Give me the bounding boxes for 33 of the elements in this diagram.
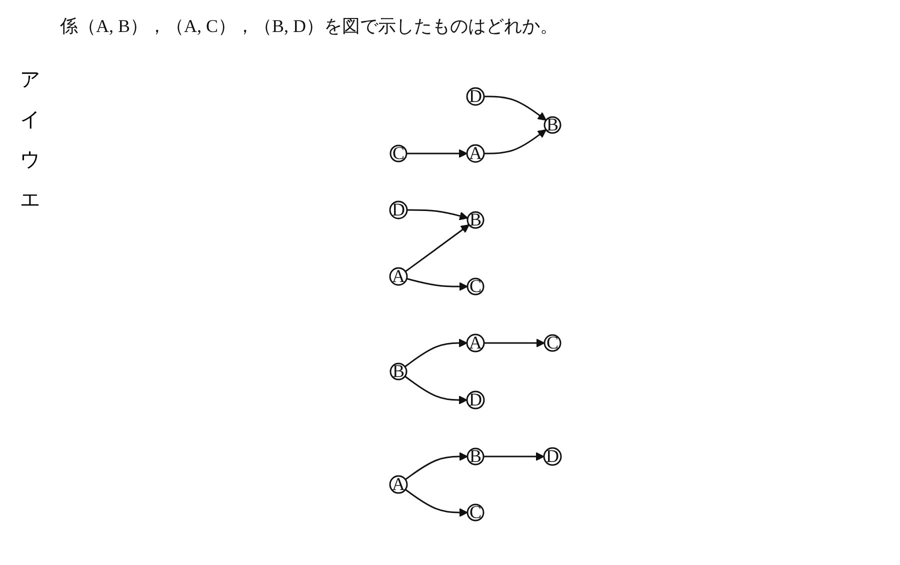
node-circle: C bbox=[543, 334, 561, 352]
arrow bbox=[404, 489, 468, 518]
node-circle: B bbox=[389, 363, 407, 381]
option-label: イ bbox=[20, 108, 41, 133]
arrow bbox=[404, 224, 469, 273]
node-circle: A bbox=[466, 334, 484, 353]
option-label: ウ bbox=[20, 148, 41, 173]
node-circle: B bbox=[466, 212, 484, 230]
node-circle: B bbox=[466, 448, 484, 466]
arrow bbox=[483, 452, 544, 462]
arrow bbox=[406, 278, 468, 292]
arrow bbox=[484, 96, 546, 122]
arrow bbox=[406, 150, 467, 158]
arrow bbox=[404, 376, 467, 405]
arrow bbox=[406, 210, 468, 221]
node-circle: C bbox=[389, 145, 407, 163]
option-label: エ bbox=[20, 188, 41, 213]
node-circle: A bbox=[388, 268, 408, 286]
arrow bbox=[484, 339, 544, 348]
node-circle: D bbox=[542, 448, 562, 466]
question-text: 係（A, B），（A, C），（B, D）を図で示したものはどれか。 bbox=[60, 15, 558, 38]
node-circle: B bbox=[543, 116, 561, 134]
arrow bbox=[484, 130, 546, 155]
node-circle: D bbox=[388, 201, 408, 220]
node-circle: C bbox=[466, 278, 484, 296]
node-circle: C bbox=[466, 504, 484, 522]
option-label: ア bbox=[20, 68, 41, 93]
arrow bbox=[404, 339, 467, 368]
node-circle: D bbox=[466, 88, 484, 106]
node-circle: D bbox=[466, 391, 484, 410]
arrow bbox=[404, 452, 468, 481]
node-circle: A bbox=[388, 476, 408, 494]
node-circle: A bbox=[466, 144, 484, 164]
